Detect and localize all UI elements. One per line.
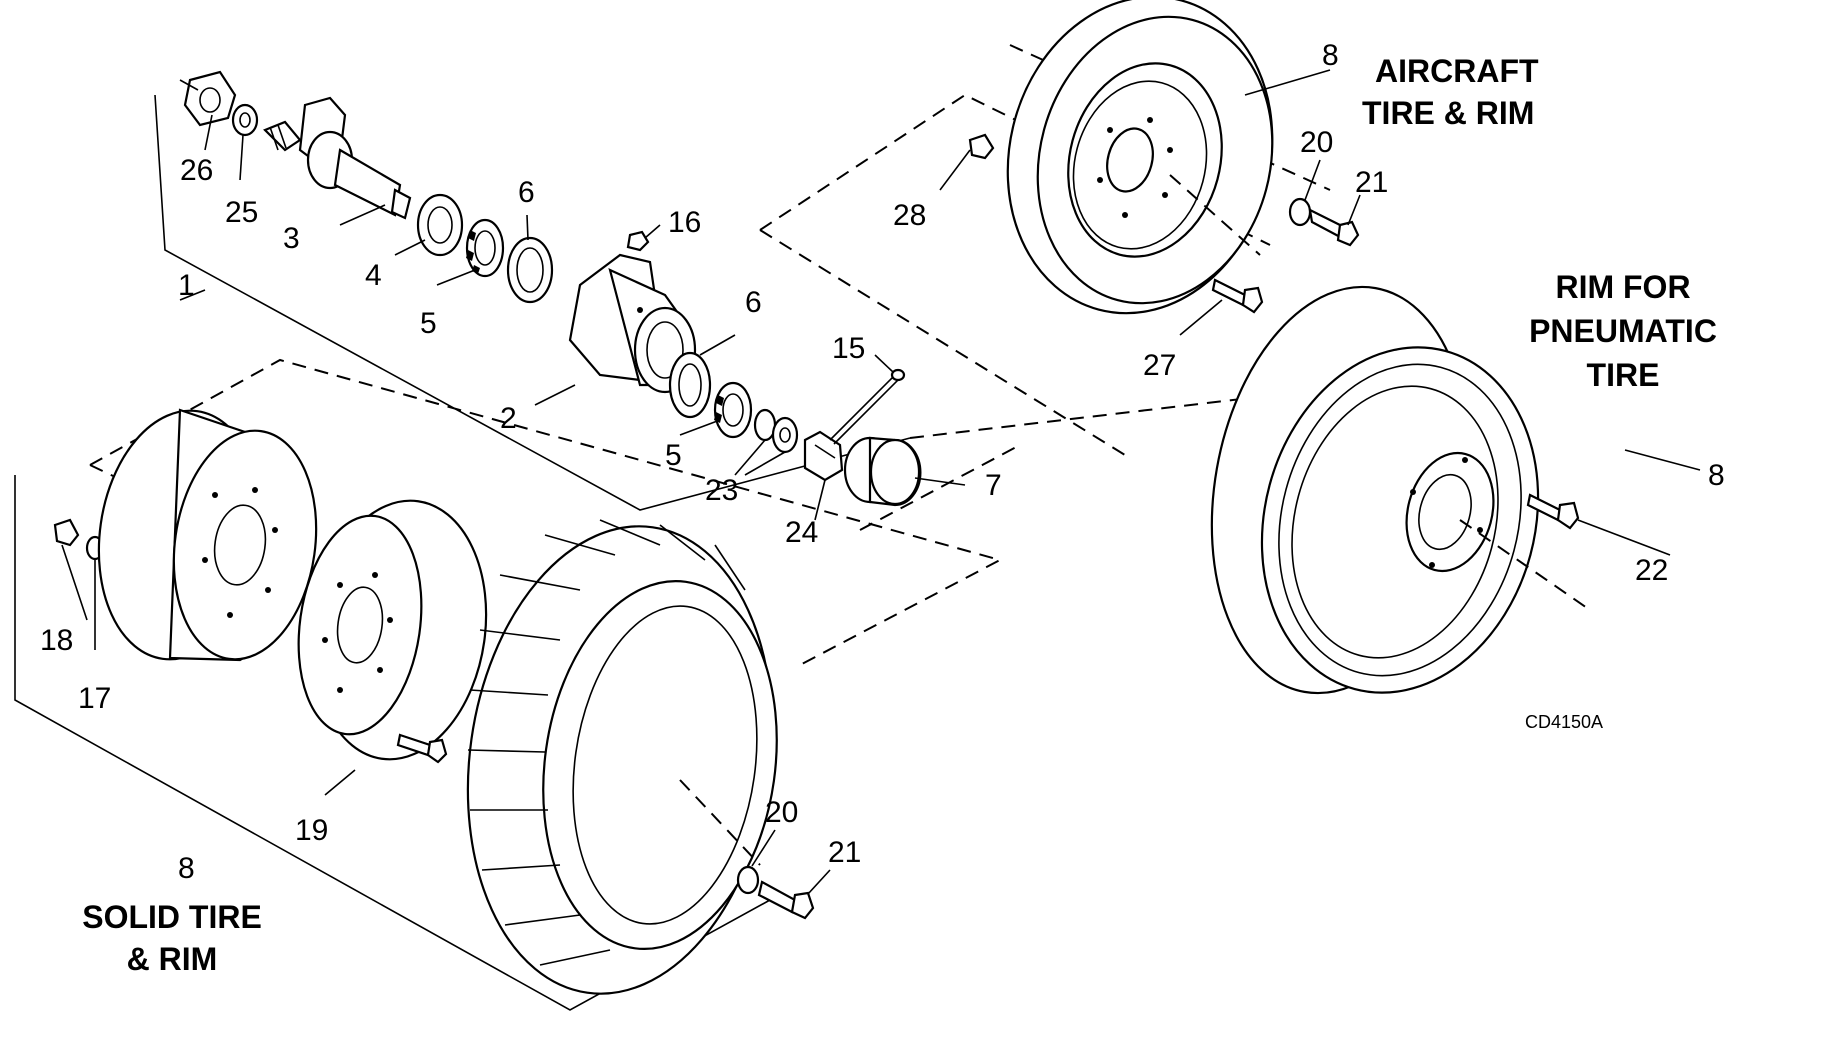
castle-nut-24 [803,430,844,482]
bolt-27 [1211,278,1247,307]
pneumatic-outline-2 [859,444,1021,531]
callout-4: 4 [365,259,382,292]
callout-6b: 6 [745,286,762,319]
solid-tire-rim [53,408,815,995]
aircraft-outline-bottom [759,229,1126,456]
callout-numbers: 26 25 3 4 5 6 16 1 6 2 15 5 23 24 7 8 28… [40,39,1725,885]
callout-8-solid: 8 [178,852,195,885]
callout-22: 22 [1635,554,1668,587]
spindle-3 [263,96,412,220]
section-titles: AIRCRAFT TIRE & RIM RIM FOR PNEUMATIC TI… [82,53,1717,977]
callout-8-pneumatic: 8 [1708,459,1725,492]
callout-18: 18 [40,624,73,657]
nut-26 [179,70,237,127]
callout-23: 23 [705,474,738,507]
grease-fitting-16 [626,230,650,252]
title-pneumatic-2: PNEUMATIC [1529,313,1717,349]
cup-6a [506,236,554,304]
axle-hub-parts [179,70,922,507]
bolt-21b [757,880,797,914]
callout-19: 19 [295,814,328,847]
cotter-pin-15 [829,368,906,445]
nut-28 [968,133,995,160]
leader-lines [61,69,1701,895]
hub-2 [568,253,697,394]
bearing-5a [465,218,505,278]
title-aircraft-2: TIRE & RIM [1362,95,1534,131]
callout-17: 17 [78,682,111,715]
pneumatic-outline [909,393,1286,626]
callout-5b: 5 [665,439,682,472]
cap-7 [843,436,922,507]
washer-20b [736,865,760,895]
washers-23 [753,408,799,454]
callout-25: 25 [225,196,258,229]
callout-5a: 5 [420,307,437,340]
title-solid-2: & RIM [127,941,218,977]
callout-2: 2 [500,402,517,435]
title-pneumatic-1: RIM FOR [1555,269,1690,305]
callout-28: 28 [893,199,926,232]
callout-27: 27 [1143,349,1176,382]
callout-24: 24 [785,516,818,549]
tire-tread-lines [467,519,746,966]
title-pneumatic-3: TIRE [1587,357,1660,393]
title-aircraft-1: AIRCRAFT [1375,53,1539,89]
callout-8-aircraft: 8 [1322,39,1339,72]
washer-25 [231,103,259,137]
callout-15: 15 [832,332,865,365]
nut-18 [53,518,80,547]
callout-20a: 20 [1300,126,1333,159]
callout-16: 16 [668,206,701,239]
cup-6b [668,351,712,419]
callout-21b: 21 [828,836,861,869]
washer-20a [1288,197,1312,227]
callout-6a: 6 [518,176,535,209]
race-4 [416,193,464,257]
pneumatic-rim [1210,285,1591,695]
callout-26: 26 [180,154,213,187]
callout-7: 7 [985,469,1002,502]
figure-code: CD4150A [1525,712,1603,732]
aircraft-tire-rim [968,0,1360,315]
bearing-5b [713,381,753,439]
hub-group-bracket [154,94,911,511]
callout-21a: 21 [1355,166,1388,199]
title-solid-1: SOLID TIRE [82,899,262,935]
bolt-21a [1308,208,1344,241]
callout-3: 3 [283,222,300,255]
callout-20b: 20 [765,796,798,829]
callout-1: 1 [178,269,195,302]
